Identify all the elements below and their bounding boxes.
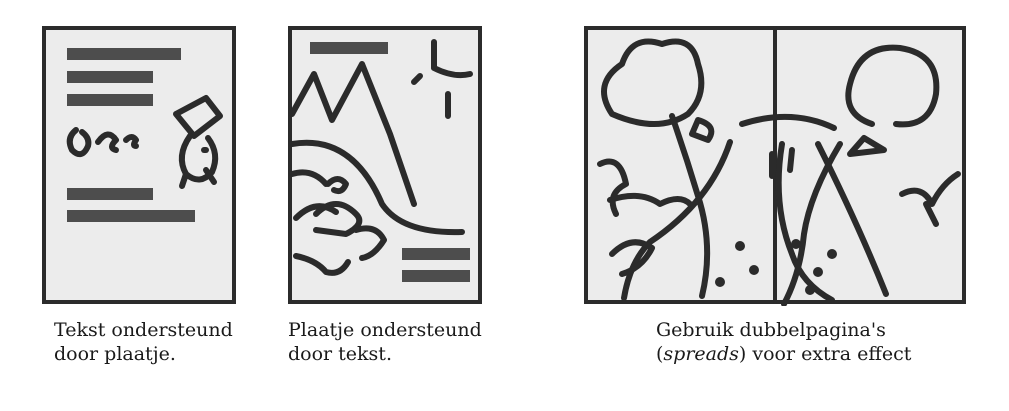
mountain-doodle <box>289 61 465 236</box>
page-spread <box>584 26 966 306</box>
page-picture-supported <box>288 26 482 304</box>
caption-spread: Gebruik dubbelpagina's (spreads) voor ex… <box>656 318 911 366</box>
caption-line: Gebruik dubbelpagina's <box>656 319 886 341</box>
text-line <box>310 42 388 54</box>
text-line <box>67 71 153 83</box>
text-line <box>67 210 195 222</box>
text-line <box>402 248 470 260</box>
paren-open: ( <box>656 343 664 365</box>
sun-doodle <box>411 39 473 119</box>
caption-picture-supported: Plaatje ondersteund door tekst. <box>288 318 482 366</box>
page-text-supported <box>42 26 236 304</box>
text-line <box>67 188 153 200</box>
caption-line: Plaatje ondersteund <box>288 319 482 341</box>
spreads-italic: spreads <box>663 343 739 365</box>
text-line <box>402 270 470 282</box>
grass-doodle <box>597 158 961 277</box>
rider-doodle <box>293 176 387 276</box>
caption-tail: ) voor extra effect <box>738 343 912 365</box>
squiggle-doodle <box>66 127 139 158</box>
page-frame <box>42 26 236 304</box>
page-frame <box>288 26 482 304</box>
text-line <box>67 48 181 60</box>
text-line <box>67 94 153 106</box>
right-tree-doodle <box>781 44 940 306</box>
caption-line: Tekst ondersteund <box>54 319 233 341</box>
little-figure-doodle <box>173 95 223 189</box>
caption-line: door plaatje. <box>54 343 176 365</box>
caption-line: (spreads) voor extra effect <box>656 342 911 366</box>
pebble-dots <box>715 239 837 295</box>
caption-line: door tekst. <box>288 343 392 365</box>
caption-text-supported: Tekst ondersteund door plaatje. <box>54 318 233 366</box>
